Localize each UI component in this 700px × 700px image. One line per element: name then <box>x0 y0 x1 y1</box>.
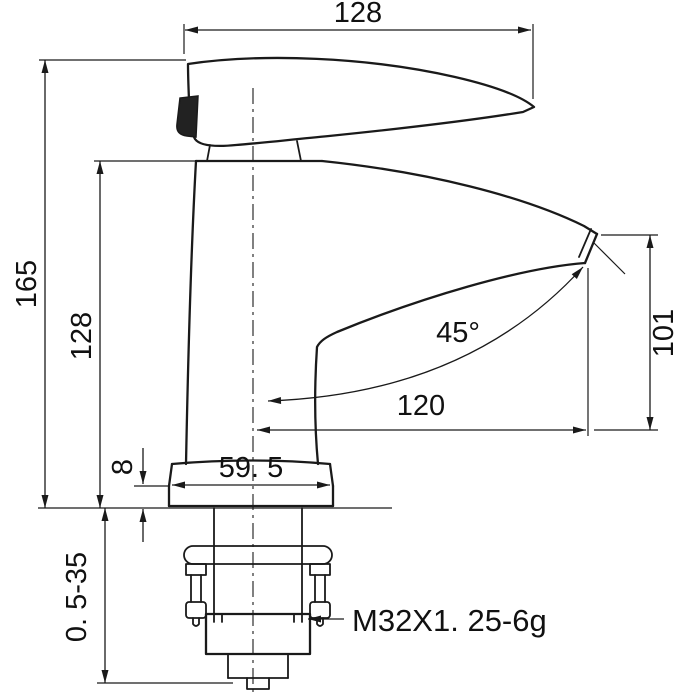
mounting-bracket <box>183 545 333 565</box>
shank-end-tab <box>246 677 270 690</box>
spout-tip-face <box>583 232 599 265</box>
dim-label-spout-angle: 45° <box>436 317 480 349</box>
dim-label-mounting-range: 0. 5-35 <box>61 552 93 642</box>
dim-arc-spout-angle <box>267 266 584 405</box>
right-bolt-nut <box>309 563 331 576</box>
base-left-upper <box>167 462 174 488</box>
neck-left-line <box>206 144 211 162</box>
neck-right-line <box>296 140 302 162</box>
body-left-edge <box>184 159 198 466</box>
dim-label-spout-height: 101 <box>648 309 680 357</box>
dim-label-top-width: 128 <box>334 0 382 29</box>
right-bolt-head <box>309 601 331 619</box>
handle-lever <box>186 56 536 148</box>
dim-label-body-height: 128 <box>66 312 98 360</box>
dim-label-base-width: 59. 5 <box>219 452 284 484</box>
spout-axis-tick <box>593 242 626 275</box>
dim-label-thread-spec: M32X1. 25-6g <box>352 603 547 638</box>
dim-label-total-height: 165 <box>11 260 43 308</box>
spout-underside-body-right <box>314 261 587 466</box>
faucet-outline <box>167 56 626 508</box>
left-bolt-nut <box>185 563 207 576</box>
base-right-upper <box>328 462 335 488</box>
locking-nut <box>204 612 312 656</box>
spout-top-edge <box>320 159 599 236</box>
right-bolt-tip <box>316 617 324 627</box>
dim-label-spout-reach: 120 <box>397 390 445 422</box>
dim-label-flange-thickness: 8 <box>107 459 139 475</box>
left-bolt-tip <box>192 617 200 627</box>
dimension-lines <box>39 24 658 684</box>
base-flange-top <box>170 459 332 466</box>
left-bolt-head <box>185 601 207 619</box>
spout-tip-inner-face <box>578 228 592 258</box>
handle-pivot-knob <box>176 95 199 138</box>
dimension-labels: 128 165 128 101 120 45° 59. 5 8 0. 5-35 … <box>11 0 680 642</box>
mounting-hardware <box>38 507 392 690</box>
